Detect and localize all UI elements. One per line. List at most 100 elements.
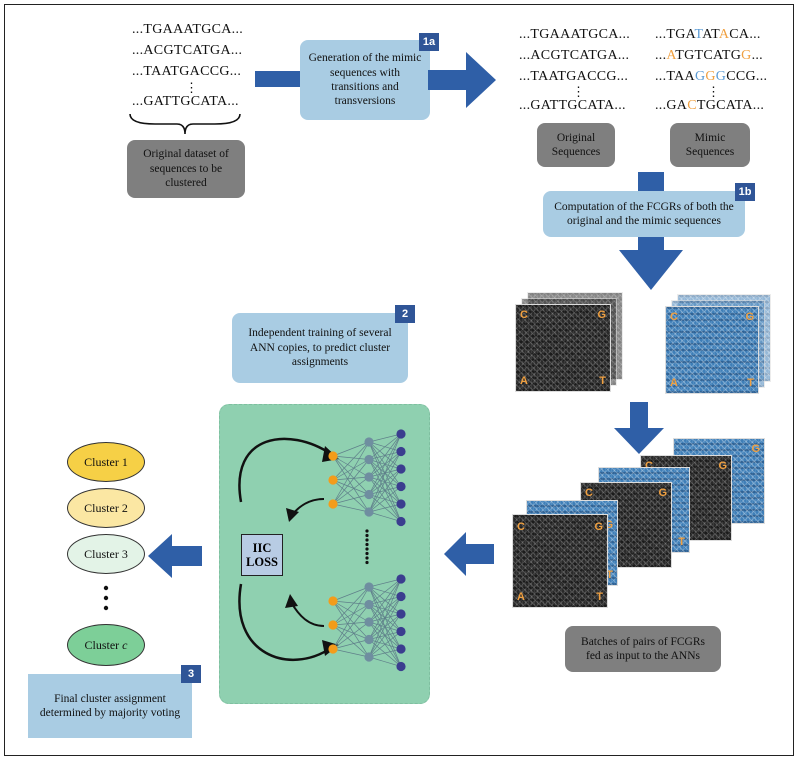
step-1a-box: Generation of the mimic sequences with t… bbox=[300, 40, 430, 120]
sequence-segment: CA... bbox=[729, 27, 761, 42]
batch-original-1: C G A T bbox=[512, 514, 608, 608]
network-node bbox=[364, 437, 374, 447]
original-copy-2: ...ACGTCATGA... bbox=[519, 48, 630, 63]
step-3-badge: 3 bbox=[181, 665, 201, 683]
transversion-base: G bbox=[694, 69, 706, 84]
network-edge bbox=[332, 476, 370, 481]
network-edge bbox=[332, 459, 370, 481]
network-edge bbox=[332, 621, 370, 650]
network-node bbox=[328, 499, 338, 509]
original-dataset-box: Original dataset of sequences to be clus… bbox=[127, 140, 245, 198]
corner-a: A bbox=[670, 377, 678, 389]
corner-g: G bbox=[718, 460, 727, 472]
network-edge bbox=[332, 586, 370, 602]
corner-t: T bbox=[606, 569, 613, 581]
corner-a: A bbox=[520, 375, 528, 387]
arrow-down-batches-icon bbox=[614, 402, 664, 454]
network-node bbox=[364, 634, 374, 645]
network-edge bbox=[332, 503, 370, 513]
network-node bbox=[328, 451, 338, 461]
network-edge bbox=[368, 511, 402, 522]
transition-base: G bbox=[705, 69, 716, 84]
iic-loss-line1: IIC bbox=[252, 540, 272, 555]
mimic-sequence-3: ...TAAGGGCCG... bbox=[655, 69, 767, 85]
corner-g: G bbox=[594, 521, 603, 533]
original-sequence-3: ...TAATGACCG... bbox=[132, 64, 242, 79]
corner-t: T bbox=[747, 377, 754, 389]
original-sequence-2: ...ACGTCATGA... bbox=[132, 43, 243, 58]
network-node bbox=[396, 609, 406, 619]
transition-base: G bbox=[741, 48, 752, 63]
network-edge bbox=[368, 433, 402, 478]
step-3-text: Final cluster assignment determined by m… bbox=[39, 692, 181, 719]
transition-base: A bbox=[718, 27, 730, 42]
step-2-badge: 2 bbox=[395, 305, 415, 323]
cluster-1-ellipse: Cluster 1 bbox=[67, 442, 145, 482]
corner-t: T bbox=[599, 375, 606, 387]
sequence-segment: TGCATA... bbox=[696, 98, 765, 113]
corner-a: A bbox=[517, 591, 525, 603]
network-edge bbox=[332, 455, 370, 513]
network-edge bbox=[368, 596, 402, 658]
network-edge bbox=[368, 433, 402, 443]
ellipsis-dot bbox=[365, 529, 369, 533]
neural-network-diagram bbox=[238, 429, 406, 672]
cluster-2-label: Cluster 2 bbox=[84, 500, 128, 515]
cluster-c-prefix: Cluster bbox=[84, 637, 123, 652]
mimic-sequence-1: ...TGATATACA... bbox=[655, 27, 761, 43]
network-node bbox=[328, 596, 338, 606]
mimic-sequence-4: ...GACTGCATA... bbox=[655, 98, 764, 114]
network-node bbox=[396, 644, 406, 654]
network-node bbox=[328, 644, 338, 654]
network-node bbox=[396, 516, 406, 527]
network-edge bbox=[368, 656, 402, 667]
network-node bbox=[364, 472, 374, 482]
cluster-c-var: c bbox=[122, 637, 128, 652]
network-edge bbox=[368, 433, 402, 495]
network-edge bbox=[332, 648, 370, 658]
network-node bbox=[396, 481, 406, 492]
vertical-ellipsis: ⋮ bbox=[185, 80, 199, 95]
network-node bbox=[396, 464, 406, 474]
fcgr-original-image: C G A T bbox=[515, 304, 611, 392]
original-copy-4: ...GATTGCATA... bbox=[519, 98, 626, 113]
batches-label: Batches of pairs of FCGRs fed as input t… bbox=[581, 635, 705, 662]
network-node bbox=[364, 489, 374, 500]
corner-g: G bbox=[597, 309, 606, 321]
step-3-box: Final cluster assignment determined by m… bbox=[28, 674, 192, 738]
network-edge bbox=[368, 451, 402, 513]
fcgr-mimic-image: C G A T bbox=[665, 306, 759, 394]
cluster-3-label: Cluster 3 bbox=[84, 546, 128, 561]
ellipsis-dot bbox=[365, 542, 369, 547]
transversion-base: G bbox=[715, 69, 727, 84]
network-node bbox=[396, 626, 406, 637]
ellipsis-dot bbox=[365, 533, 369, 538]
network-edge bbox=[368, 578, 402, 640]
ellipsis-dot bbox=[365, 560, 369, 565]
network-edge bbox=[332, 455, 370, 478]
network-edge bbox=[332, 441, 370, 481]
original-copy-1: ...TGAAATGCA... bbox=[519, 27, 631, 42]
network-edge bbox=[332, 494, 370, 505]
transition-base: A bbox=[666, 48, 676, 63]
network-edge bbox=[332, 455, 370, 460]
original-sequences-box: Original Sequences bbox=[537, 123, 615, 167]
vertical-ellipsis-mimic: ⋮ bbox=[707, 84, 721, 99]
arrow-left-into-ann-icon bbox=[444, 532, 494, 576]
network-edge bbox=[368, 578, 402, 623]
network-edge bbox=[368, 433, 402, 513]
network-node bbox=[396, 574, 406, 584]
original-copy-3: ...TAATGACCG... bbox=[519, 69, 629, 84]
network-edge bbox=[332, 600, 370, 640]
vertical-dots-icon bbox=[103, 585, 109, 611]
sequence-segment: TGTCATG bbox=[675, 48, 742, 63]
transversion-base: T bbox=[694, 27, 703, 42]
sequence-segment: ... bbox=[655, 48, 667, 63]
network-edge bbox=[332, 459, 370, 505]
sequence-segment: ...TAA bbox=[655, 69, 695, 84]
network-node bbox=[328, 620, 338, 630]
network-node bbox=[396, 499, 406, 509]
network-edge bbox=[332, 600, 370, 658]
sequence-segment: ... bbox=[751, 48, 763, 63]
original-sequence-1: ...TGAAATGCA... bbox=[132, 22, 244, 37]
